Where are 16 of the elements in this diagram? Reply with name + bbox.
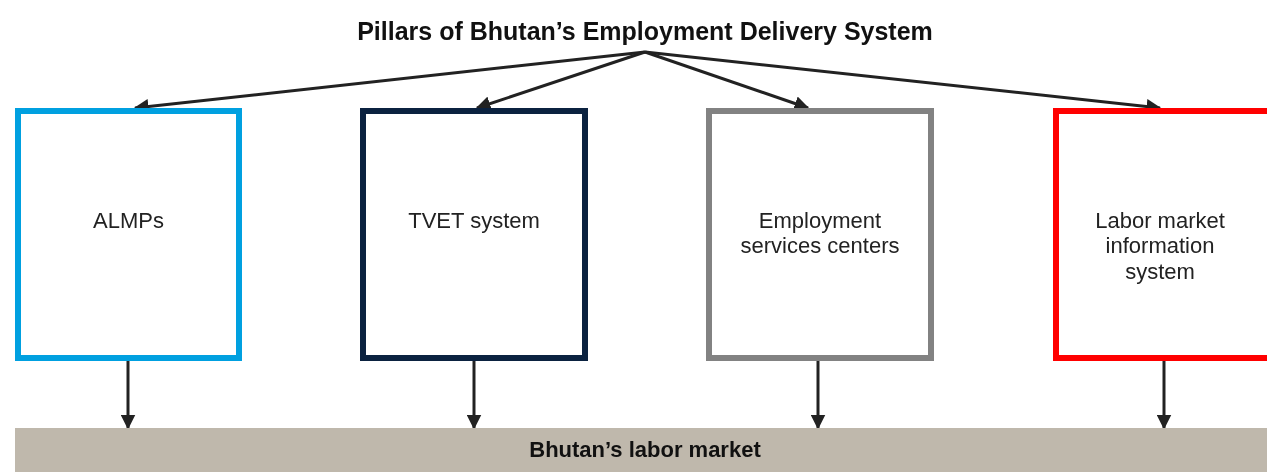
arrow (475, 50, 646, 111)
pillar-label: Labor market information system (1094, 208, 1226, 284)
pillar-box (360, 108, 588, 361)
arrow (466, 361, 482, 430)
pillar-box (706, 108, 934, 361)
pillar-label: TVET system (408, 208, 540, 234)
pillar-box (15, 108, 242, 361)
arrow (810, 361, 826, 430)
title-text: Pillars of Bhutan’s Employment Delivery System (357, 16, 933, 46)
pillar-box (1053, 108, 1267, 361)
arrow (120, 361, 136, 430)
arrow (1156, 361, 1172, 430)
pillar-label: ALMPs (93, 208, 164, 234)
band-label: Bhutan’s labor market (529, 437, 761, 463)
pillar-label: Employment services centers (739, 208, 901, 259)
labor-market-band (15, 428, 1267, 472)
